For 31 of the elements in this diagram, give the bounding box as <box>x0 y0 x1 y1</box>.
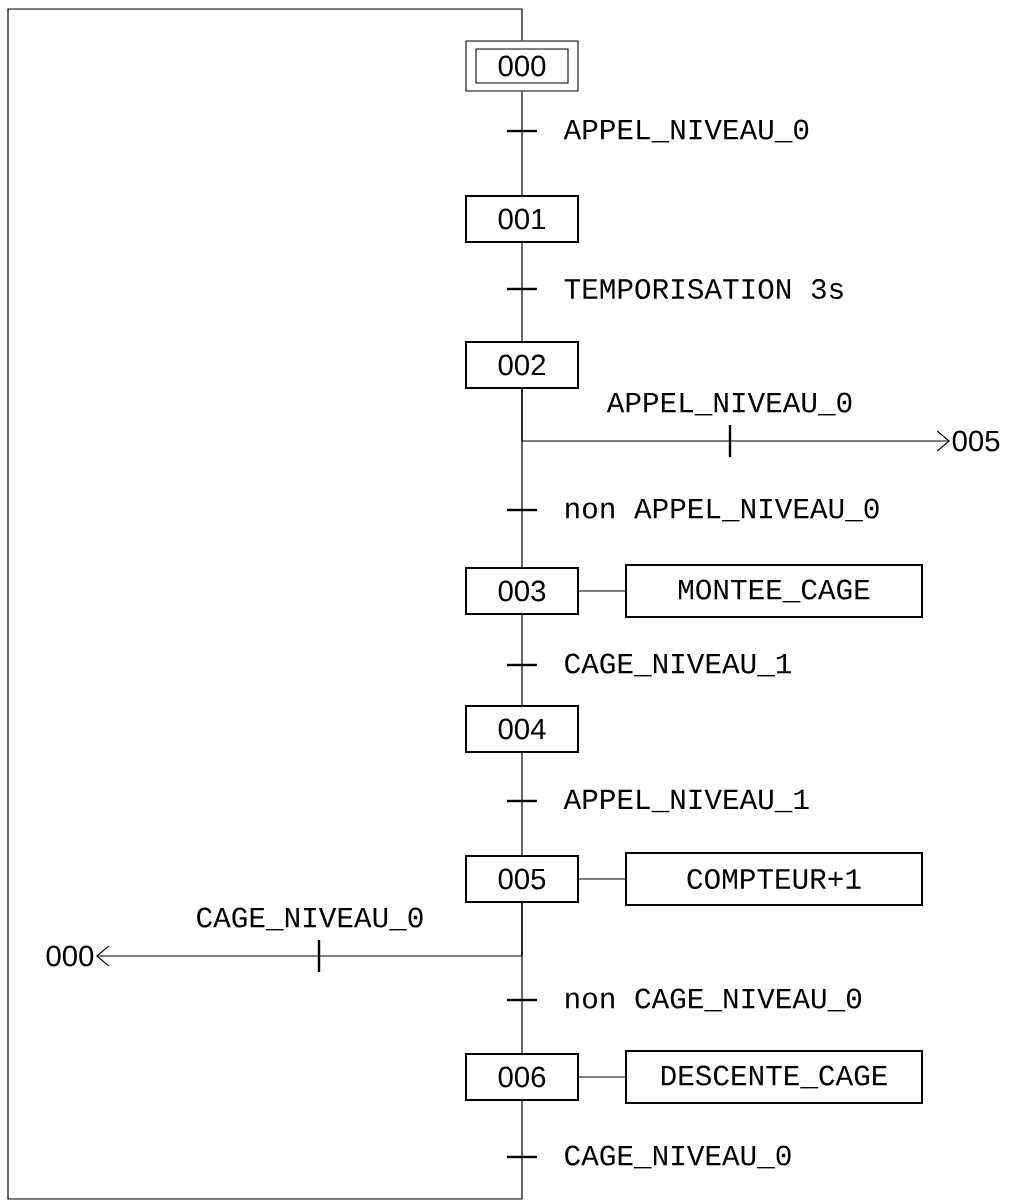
action-link <box>578 1076 626 1078</box>
transition-condition: APPEL_NIVEAU_0 <box>605 391 855 417</box>
transition-link <box>507 752 537 856</box>
transition-condition: non CAGE_NIVEAU_0 <box>562 987 865 1013</box>
transition-link <box>507 90 537 196</box>
transition-link <box>507 388 537 568</box>
transition-condition: non APPEL_NIVEAU_0 <box>562 497 882 523</box>
transition-link <box>7 8 537 1200</box>
step-box: 003 <box>465 567 579 615</box>
action-link <box>578 878 626 880</box>
step-box: 004 <box>465 705 579 753</box>
step-reference: 005 <box>952 430 1000 452</box>
transition-link <box>507 614 537 706</box>
transition-condition: APPEL_NIVEAU_0 <box>562 118 812 144</box>
step-box: 005 <box>465 855 579 903</box>
transition-link <box>507 242 537 342</box>
transition-condition: CAGE_NIVEAU_0 <box>194 906 426 932</box>
action-box: DESCENTE_CAGE <box>625 1050 923 1104</box>
action-box: MONTEE_CAGE <box>625 564 923 618</box>
transition-condition: APPEL_NIVEAU_1 <box>562 788 812 814</box>
transition-condition: CAGE_NIVEAU_0 <box>562 1144 794 1170</box>
transition-condition: TEMPORISATION 3s <box>562 277 847 301</box>
action-link <box>578 590 626 592</box>
step-box: 006 <box>465 1053 579 1101</box>
transition-condition: CAGE_NIVEAU_1 <box>562 652 794 678</box>
step-box: 002 <box>465 341 579 389</box>
action-box: COMPTEUR+1 <box>625 852 923 906</box>
step-box: 001 <box>465 195 579 243</box>
initial-step-box: 000 <box>465 40 579 92</box>
transition-link <box>507 902 537 1054</box>
step-reference: 000 <box>46 945 94 967</box>
